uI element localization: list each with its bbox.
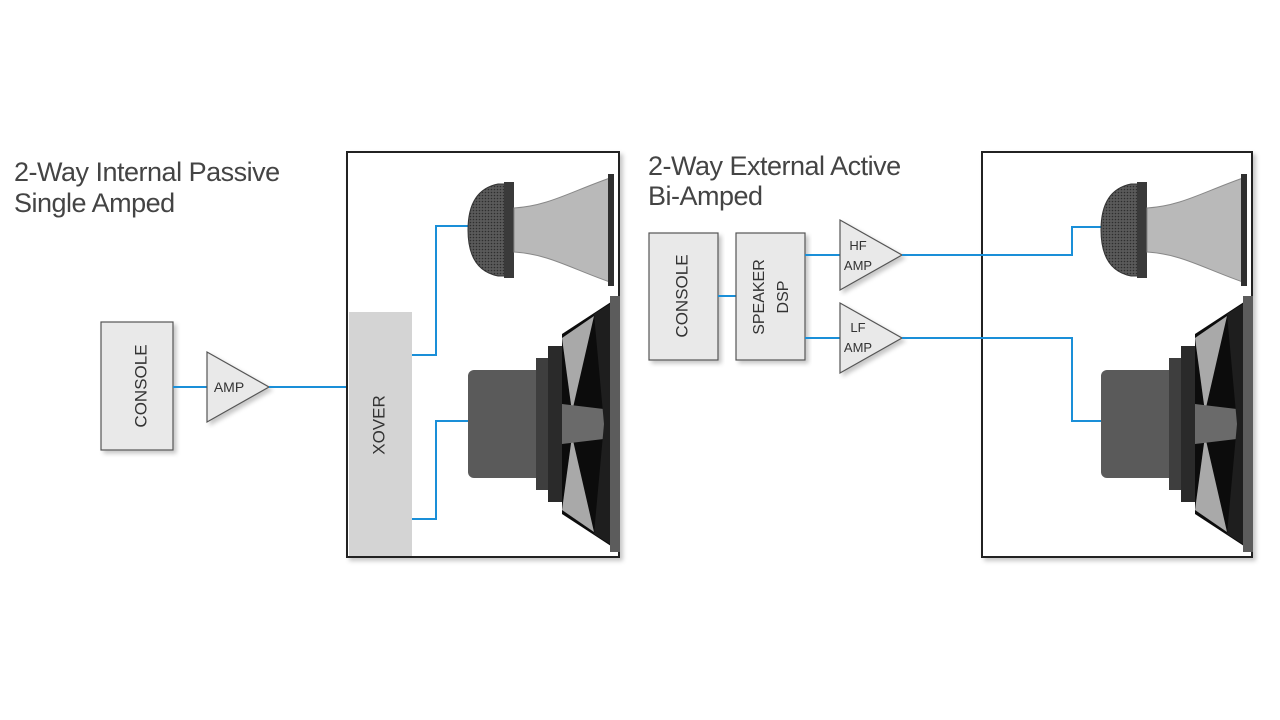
passive-console-block — [100, 321, 174, 451]
lf-amp-label-line2: AMP — [844, 340, 872, 355]
speaker-dsp-block — [735, 232, 806, 361]
speaker-dsp-label-line1: SPEAKER — [751, 259, 768, 335]
xover-block — [349, 312, 412, 556]
hf-amp-label-line2: AMP — [844, 258, 872, 273]
active-console-block — [648, 232, 719, 361]
wire-hf-amp-tweeter — [902, 226, 1102, 256]
active-title-line1: 2-Way External Active — [648, 151, 901, 181]
xover-label: XOVER — [369, 395, 388, 455]
hf-amp-triangle — [839, 218, 904, 292]
active-section: 2-Way External Active Bi-Amped CONSOLE S… — [648, 151, 1253, 558]
lf-amp-triangle — [839, 301, 904, 375]
active-title-line2: Bi-Amped — [648, 181, 763, 211]
active-console-label: CONSOLE — [672, 254, 691, 337]
passive-console-label: CONSOLE — [131, 344, 150, 427]
passive-amp-label: AMP — [214, 379, 244, 395]
wire-xover-woofer — [412, 420, 468, 520]
passive-amp-triangle — [206, 350, 271, 424]
passive-title-line1: 2-Way Internal Passive — [14, 157, 280, 187]
speaker-dsp-label-line2: DSP — [775, 281, 792, 314]
hf-amp-label-line1: HF — [849, 238, 866, 253]
wire-xover-tweeter — [412, 225, 468, 356]
passive-section: 2-Way Internal Passive Single Amped CONS… — [14, 151, 620, 558]
passive-title-line2: Single Amped — [14, 188, 175, 218]
wire-lf-amp-woofer — [902, 337, 1102, 422]
lf-amp-label-line1: LF — [850, 320, 865, 335]
